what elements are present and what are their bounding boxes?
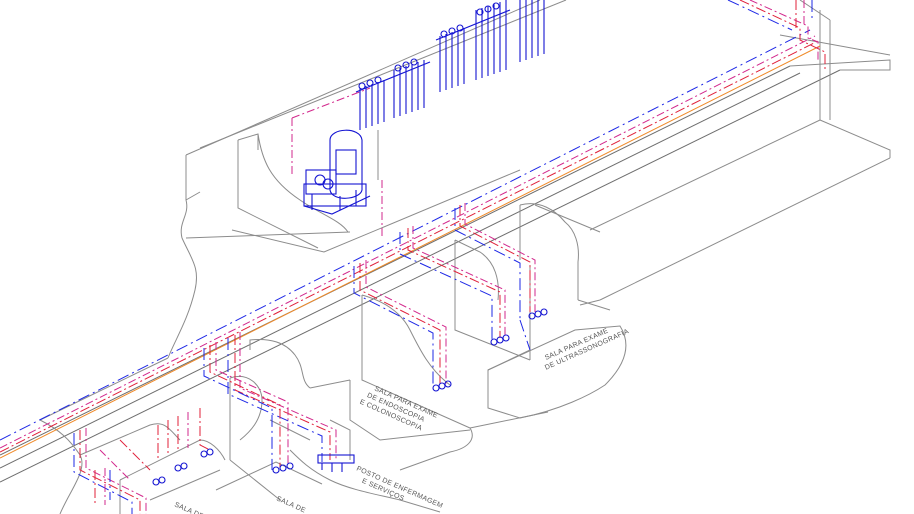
cylinder-bank-1 — [355, 58, 431, 130]
room-label-ultrasound: SALA PARA EXAME DE ULTRASSONOGRAFIA — [540, 320, 630, 372]
gas-piping-network — [0, 0, 826, 514]
outlet-ultrasound-1 — [490, 334, 510, 346]
cylinder-bank-2 — [435, 0, 545, 92]
room-label-sala-b-line1: SALA DE — [275, 495, 306, 514]
room-label-nursing-line1: POSTO DE ENFERMAGEM — [355, 465, 444, 510]
gas-outlets — [152, 308, 548, 486]
gas-central-equipment — [303, 0, 545, 215]
building-walls — [0, 0, 891, 514]
room-label-nursing: POSTO DE ENFERMAGEM E SERVIÇOS — [352, 465, 446, 514]
room-label-endoscopy: SALA PARA EXAME DE ENDOSCOPIA E COLONOSC… — [359, 382, 441, 437]
outlet-nursing-1 — [317, 454, 355, 472]
vacuum-pump-unit — [303, 129, 371, 215]
outlet-room-a — [152, 448, 214, 486]
outlet-nursing-2 — [272, 462, 294, 474]
room-label-sala-b: SALA DE — [275, 495, 306, 514]
room-label-sala-a-line1: SALA DE — [173, 501, 204, 514]
outlet-ultrasound-2 — [528, 308, 548, 320]
room-label-sala-a: SALA DE — [173, 501, 204, 514]
outlet-endoscopy — [432, 380, 452, 392]
